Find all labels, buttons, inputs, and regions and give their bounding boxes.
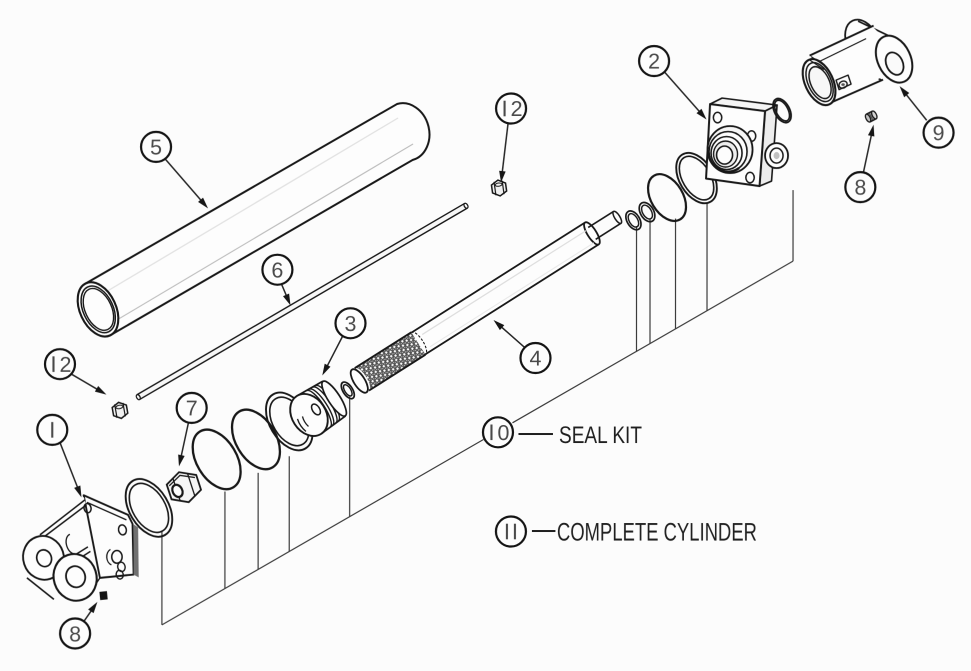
svg-text:SEAL KIT: SEAL KIT — [559, 422, 642, 449]
svg-text:0: 0 — [497, 421, 509, 445]
svg-text:2: 2 — [648, 50, 660, 74]
svg-text:3: 3 — [345, 312, 357, 336]
svg-text:2: 2 — [511, 97, 523, 121]
svg-text:7: 7 — [186, 397, 198, 421]
svg-text:9: 9 — [933, 121, 945, 145]
svg-text:COMPLETE CYLINDER: COMPLETE CYLINDER — [557, 519, 757, 547]
svg-text:5: 5 — [150, 136, 162, 160]
svg-text:4: 4 — [530, 347, 542, 371]
svg-text:6: 6 — [271, 258, 283, 282]
svg-text:8: 8 — [854, 176, 866, 200]
svg-text:2: 2 — [60, 353, 72, 377]
svg-text:8: 8 — [69, 622, 81, 646]
